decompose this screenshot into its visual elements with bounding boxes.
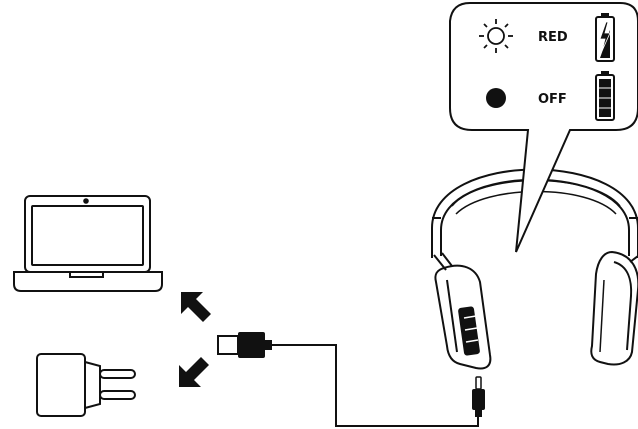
- battery-full-icon: [596, 71, 614, 120]
- arrow-down-left-icon: [179, 357, 209, 387]
- battery-charging-icon: [596, 13, 614, 61]
- charging-led-label: RED: [538, 30, 568, 45]
- led-off-icon: [486, 88, 506, 108]
- arrow-up-left-icon: [181, 292, 211, 322]
- charged-led-label: OFF: [538, 92, 567, 107]
- usb-c-plug-icon: [472, 377, 485, 417]
- power-adapter-icon: [37, 354, 135, 416]
- usb-a-plug-icon: [218, 332, 272, 358]
- usb-cable: [272, 345, 478, 426]
- laptop-icon: [14, 196, 162, 291]
